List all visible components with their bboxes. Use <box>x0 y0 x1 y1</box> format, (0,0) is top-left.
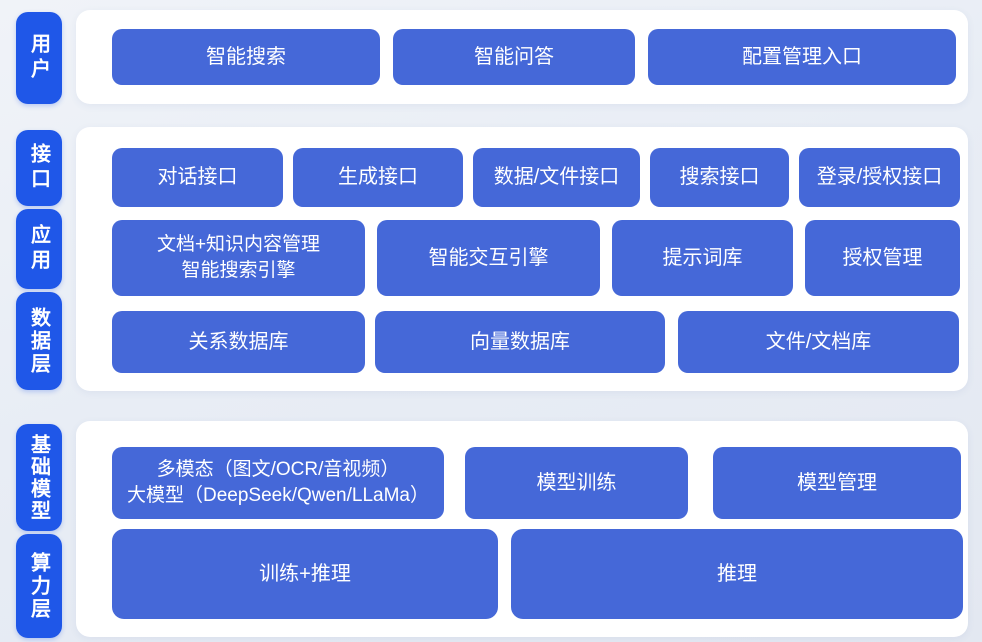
block-inference: 推理 <box>511 529 963 619</box>
block-dialog-api: 对话接口 <box>112 148 283 207</box>
block-config-management-entry: 配置管理入口 <box>648 29 956 85</box>
block-vector-database: 向量数据库 <box>375 311 665 373</box>
bottom-section-panel: 多模态（图文/OCR/音视频） 大模型（DeepSeek/Qwen/LLaMa）… <box>76 421 968 637</box>
foundation-model-row: 多模态（图文/OCR/音视频） 大模型（DeepSeek/Qwen/LLaMa）… <box>112 447 961 519</box>
block-search-api: 搜索接口 <box>650 148 789 207</box>
block-smart-qa: 智能问答 <box>393 29 635 85</box>
layer-pill-foundation-model: 基础模型 <box>16 424 62 531</box>
block-authorization-management: 授权管理 <box>805 220 960 296</box>
block-multimodal-llm-line2: 大模型（DeepSeek/Qwen/LLaMa） <box>126 485 429 506</box>
block-data-file-api: 数据/文件接口 <box>473 148 640 207</box>
block-doc-knowledge-engine-line1: 文档+知识内容管理 <box>156 234 321 256</box>
block-login-auth-api: 登录/授权接口 <box>799 148 960 207</box>
layer-pill-interface: 接口 <box>16 130 62 206</box>
layer-pill-data-layer: 数据层 <box>16 292 62 390</box>
block-multimodal-llm: 多模态（图文/OCR/音视频） 大模型（DeepSeek/Qwen/LLaMa） <box>112 447 444 519</box>
block-prompt-library: 提示词库 <box>612 220 793 296</box>
block-generation-api: 生成接口 <box>293 148 463 207</box>
layer-pill-user: 用户 <box>16 12 62 104</box>
block-file-document-store: 文件/文档库 <box>678 311 959 373</box>
block-model-management: 模型管理 <box>713 447 961 519</box>
middle-section-panel: 对话接口 生成接口 数据/文件接口 搜索接口 登录/授权接口 文档+知识内容管理… <box>76 127 968 391</box>
user-section-panel: 智能搜索 智能问答 配置管理入口 <box>76 10 968 104</box>
block-multimodal-llm-line1: 多模态（图文/OCR/音视频） <box>156 459 400 481</box>
block-doc-knowledge-engine-line2: 智能搜索引擎 <box>181 260 296 281</box>
compute-row: 训练+推理 推理 <box>112 529 963 619</box>
interface-row: 对话接口 生成接口 数据/文件接口 搜索接口 登录/授权接口 <box>112 148 960 207</box>
data-row: 关系数据库 向量数据库 文件/文档库 <box>112 311 959 373</box>
application-row: 文档+知识内容管理 智能搜索引擎 智能交互引擎 提示词库 授权管理 <box>112 220 960 296</box>
user-row: 智能搜索 智能问答 配置管理入口 <box>112 29 956 85</box>
layer-pill-compute-layer: 算力层 <box>16 534 62 638</box>
block-smart-search: 智能搜索 <box>112 29 380 85</box>
block-model-training: 模型训练 <box>465 447 688 519</box>
block-relational-database: 关系数据库 <box>112 311 365 373</box>
block-intelligent-interaction-engine: 智能交互引擎 <box>377 220 600 296</box>
block-training-plus-inference: 训练+推理 <box>112 529 498 619</box>
block-doc-knowledge-engine: 文档+知识内容管理 智能搜索引擎 <box>112 220 365 296</box>
layer-pill-application: 应用 <box>16 209 62 289</box>
